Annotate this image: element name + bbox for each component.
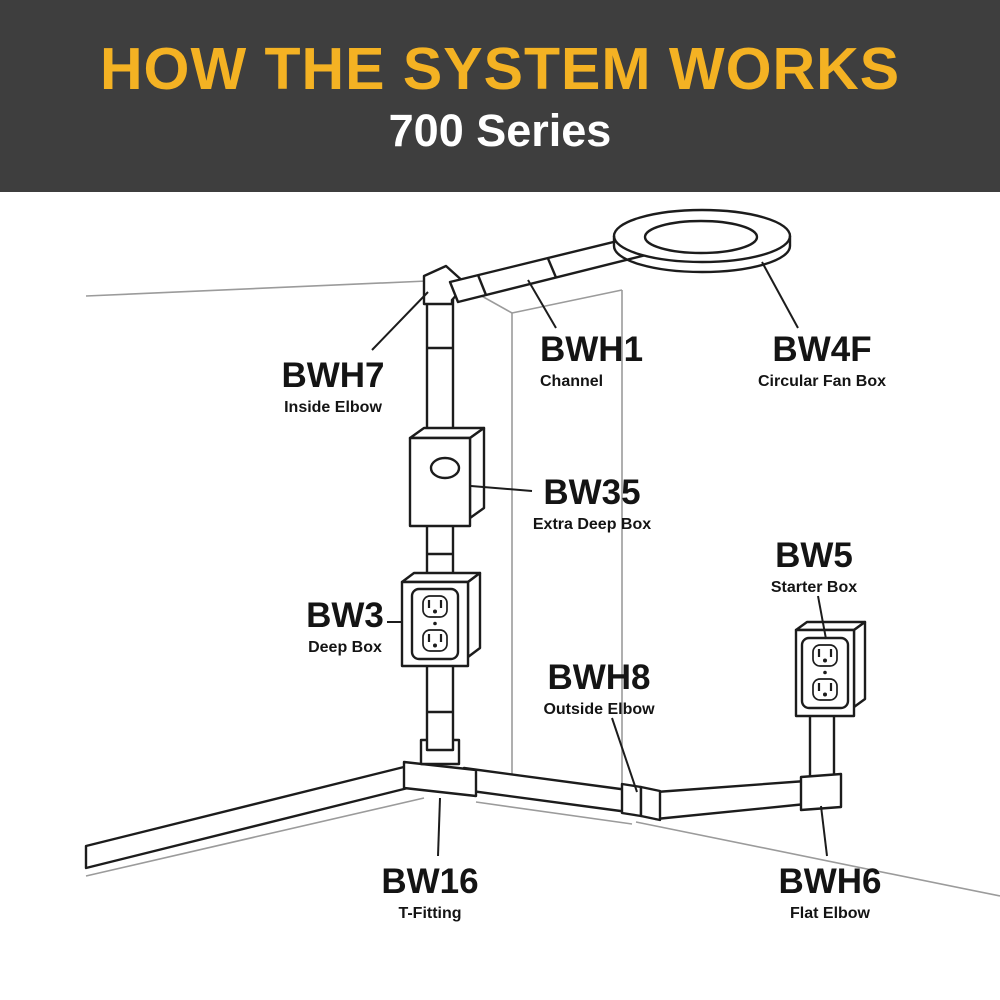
part-name: Inside Elbow [284,399,382,416]
flat-elbow-drawing [799,712,843,812]
outside-elbow-drawing [620,782,662,822]
part-label-bw35: BW35 Extra Deep Box [533,475,651,533]
part-code: BWH1 [540,330,644,369]
starter-box-drawing [794,620,867,718]
deep-box-outlet [410,587,460,661]
part-code: BWH7 [281,356,385,395]
diagram-area: BWH7 Inside Elbow BWH1 Channel BW4F Circ… [0,192,1000,1000]
page-subtitle: 700 Series [388,105,612,157]
part-code: BWH8 [547,658,651,697]
part-name: Circular Fan Box [757,373,887,390]
part-label-bwh6: BWH6 Flat Elbow [778,864,881,922]
room-outline [85,279,1000,897]
part-code: BW35 [543,473,641,512]
part-name: Outside Elbow [543,701,655,718]
part-name: Deep Box [308,639,382,656]
part-label-bwh8: BWH8 Outside Elbow [543,660,654,718]
starter-box-outlet [800,636,850,710]
leader-lines [371,261,828,857]
part-name: Flat Elbow [790,905,870,922]
part-code: BW16 [381,862,479,901]
page-title: HOW THE SYSTEM WORKS [99,35,901,102]
part-name: Channel [540,373,604,390]
part-code: BW5 [775,536,853,575]
part-label-bw3: BW3 Deep Box [306,598,384,656]
part-code: BW3 [306,596,384,635]
extra-deep-box-drawing [408,426,486,528]
header-banner: HOW THE SYSTEM WORKS 700 Series [0,0,1000,192]
part-label-bw4f: BW4F Circular Fan Box [758,332,886,390]
part-label-bwh1: BWH1 Channel [540,332,643,390]
part-name: T-Fitting [398,905,462,922]
part-name: Extra Deep Box [532,516,652,533]
part-label-bw5: BW5 Starter Box [771,538,857,596]
deep-box-drawing [400,571,482,668]
part-code: BW4F [772,330,872,369]
part-label-bw16: BW16 T-Fitting [381,864,478,922]
circular-fan-box-drawing [612,208,792,274]
part-name: Starter Box [770,579,858,596]
system-diagram-drawing [84,208,1000,897]
part-code: BWH6 [778,862,882,901]
part-label-bwh7: BWH7 Inside Elbow [281,358,384,416]
